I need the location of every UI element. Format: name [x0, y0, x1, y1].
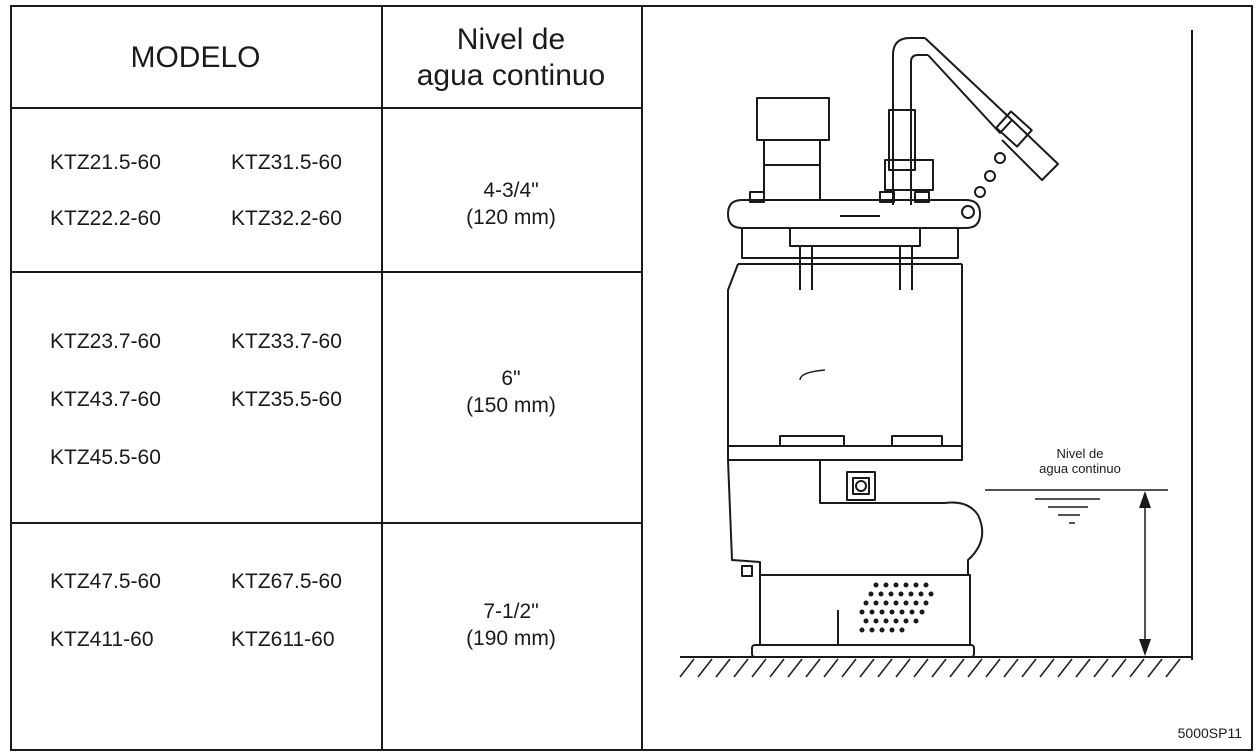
- header-model: MODELO: [130, 41, 261, 74]
- water-level-figure-label: Nivel de agua continuo: [1020, 446, 1140, 476]
- floor-hatching: [679, 658, 1181, 678]
- model-cell: KTZ45.5-60: [50, 446, 161, 469]
- model-cell: KTZ411-60: [50, 628, 154, 651]
- model-cell: KTZ22.2-60: [50, 207, 161, 230]
- water-level-inches: 6": [501, 367, 521, 390]
- model-cell: KTZ31.5-60: [231, 151, 342, 174]
- header-divider: [10, 107, 643, 109]
- model-cell: KTZ33.7-60: [231, 330, 342, 353]
- water-level-mm: (120 mm): [466, 206, 556, 229]
- column-divider-2: [641, 5, 643, 751]
- model-cell: KTZ67.5-60: [231, 570, 342, 593]
- water-level-cell: 7-1/2" (190 mm): [381, 598, 641, 652]
- water-level-inches: 7-1/2": [483, 600, 539, 623]
- strainer-base: [759, 574, 971, 646]
- water-level-cell: 4-3/4" (120 mm): [381, 177, 641, 231]
- handle-pipe: [892, 37, 925, 205]
- model-cell: KTZ21.5-60: [50, 151, 161, 174]
- cable-connector: [995, 110, 1033, 148]
- row-divider-1: [10, 271, 643, 273]
- outlet-plug: [846, 471, 876, 501]
- row-divider-2: [10, 522, 643, 524]
- header-water-level-line1: Nivel de: [456, 23, 566, 56]
- model-cell: KTZ32.2-60: [231, 207, 342, 230]
- model-cell: KTZ35.5-60: [231, 388, 342, 411]
- water-level-mm: (190 mm): [466, 627, 556, 650]
- strainer-holes: [859, 582, 934, 633]
- column-divider-1: [381, 5, 383, 751]
- model-cell: KTZ43.7-60: [50, 388, 161, 411]
- motor-cap: [756, 97, 830, 141]
- water-level-mm: (150 mm): [466, 394, 556, 417]
- document-frame: [10, 5, 1253, 751]
- lifting-bracket: [727, 199, 981, 229]
- model-cell: KTZ47.5-60: [50, 570, 161, 593]
- model-cell: KTZ23.7-60: [50, 330, 161, 353]
- motor-neck: [763, 139, 821, 201]
- water-level-figure-label-line1: Nivel de: [1056, 446, 1104, 461]
- water-level-figure-label-line2: agua continuo: [1039, 461, 1121, 476]
- water-level-inches: 4-3/4": [483, 179, 539, 202]
- model-cell: KTZ611-60: [231, 628, 335, 651]
- dimension-arrows: [1139, 491, 1151, 656]
- header-water-level: Nivel de agua continuo: [381, 22, 641, 94]
- motor-body: [727, 263, 963, 461]
- pump-casing: [727, 459, 984, 576]
- water-level-cell: 6" (150 mm): [381, 365, 641, 419]
- water-level-mark: [985, 489, 1168, 648]
- figure-code: 5000SP11: [1177, 725, 1242, 741]
- header-water-level-line2: agua continuo: [416, 59, 606, 92]
- upper-housing: [741, 228, 959, 259]
